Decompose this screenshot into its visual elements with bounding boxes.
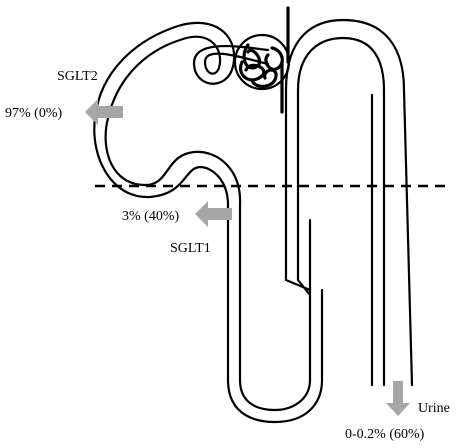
glomerulus — [235, 8, 289, 112]
urine-label: Urine — [418, 401, 450, 416]
loop-outer-wall — [240, 220, 310, 410]
collecting-duct — [286, 20, 412, 385]
sglt2-reabsorption-arrow — [85, 99, 123, 125]
loop-inner-wall — [228, 290, 322, 422]
capillary-tuft — [241, 45, 283, 86]
sglt1-value-label: 3% (40%) — [122, 209, 179, 224]
urine-excretion-arrow — [386, 381, 410, 416]
sglt1-label: SGLT1 — [170, 241, 211, 256]
sglt1-reabsorption-arrow — [195, 201, 232, 227]
duct-outer-wall — [286, 20, 412, 385]
loop-of-henle — [228, 220, 322, 422]
sglt2-label: SGLT2 — [57, 69, 98, 84]
urine-value-label: 0-0.2% (60%) — [345, 427, 425, 442]
sglt2-value-label: 97% (0%) — [5, 106, 62, 121]
duct-bottom-join — [286, 280, 310, 295]
